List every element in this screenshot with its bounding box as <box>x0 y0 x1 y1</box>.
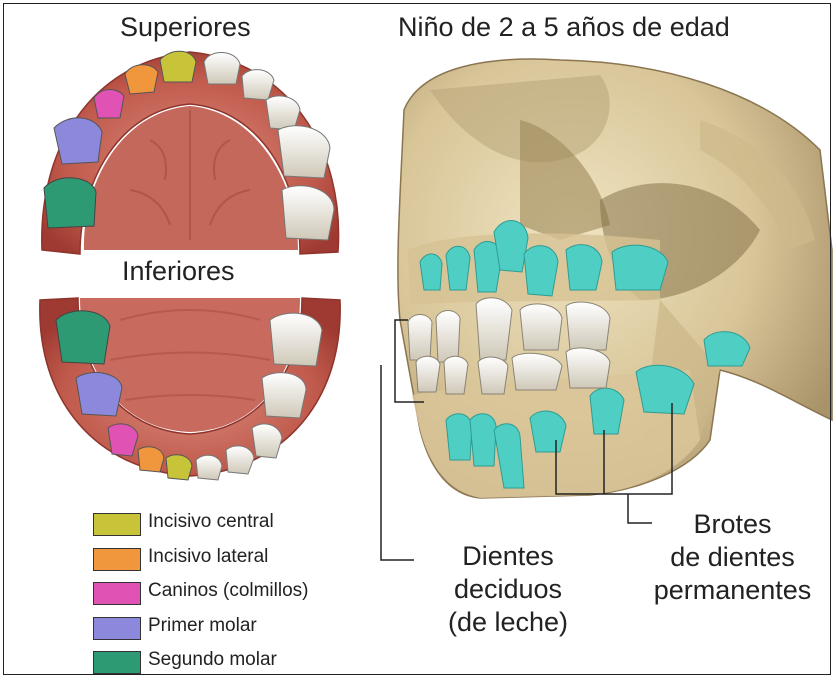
callout-line: Dientes <box>418 540 598 573</box>
upper-jaw <box>42 51 339 254</box>
callout-line: permanentes <box>630 574 835 607</box>
legend-label: Incisivo central <box>148 511 274 533</box>
legend-label: Incisivo lateral <box>148 546 268 568</box>
callout-line: deciduos <box>418 573 598 606</box>
deciduous-teeth-label: Dientes deciduos (de leche) <box>418 540 598 639</box>
legend-swatch <box>93 548 141 571</box>
legend-swatch <box>93 617 141 640</box>
callout-line: de dientes <box>630 541 835 574</box>
callout-line: Brotes <box>630 508 835 541</box>
upper-jaw-title: Superiores <box>120 12 251 43</box>
legend-swatch <box>93 513 141 536</box>
skull-title: Niño de 2 a 5 años de edad <box>398 12 730 43</box>
deciduous-leader <box>381 365 414 560</box>
permanent-buds-label: Brotes de dientes permanentes <box>630 508 835 607</box>
legend-swatch <box>93 582 141 605</box>
lower-jaw <box>40 298 340 480</box>
legend-label: Primer molar <box>148 615 257 637</box>
legend-swatch <box>93 651 141 674</box>
lower-jaw-title: Inferiores <box>122 256 235 287</box>
legend-label: Segundo molar <box>148 649 277 671</box>
callout-line: (de leche) <box>418 606 598 639</box>
legend-label: Caninos (colmillos) <box>148 580 309 602</box>
